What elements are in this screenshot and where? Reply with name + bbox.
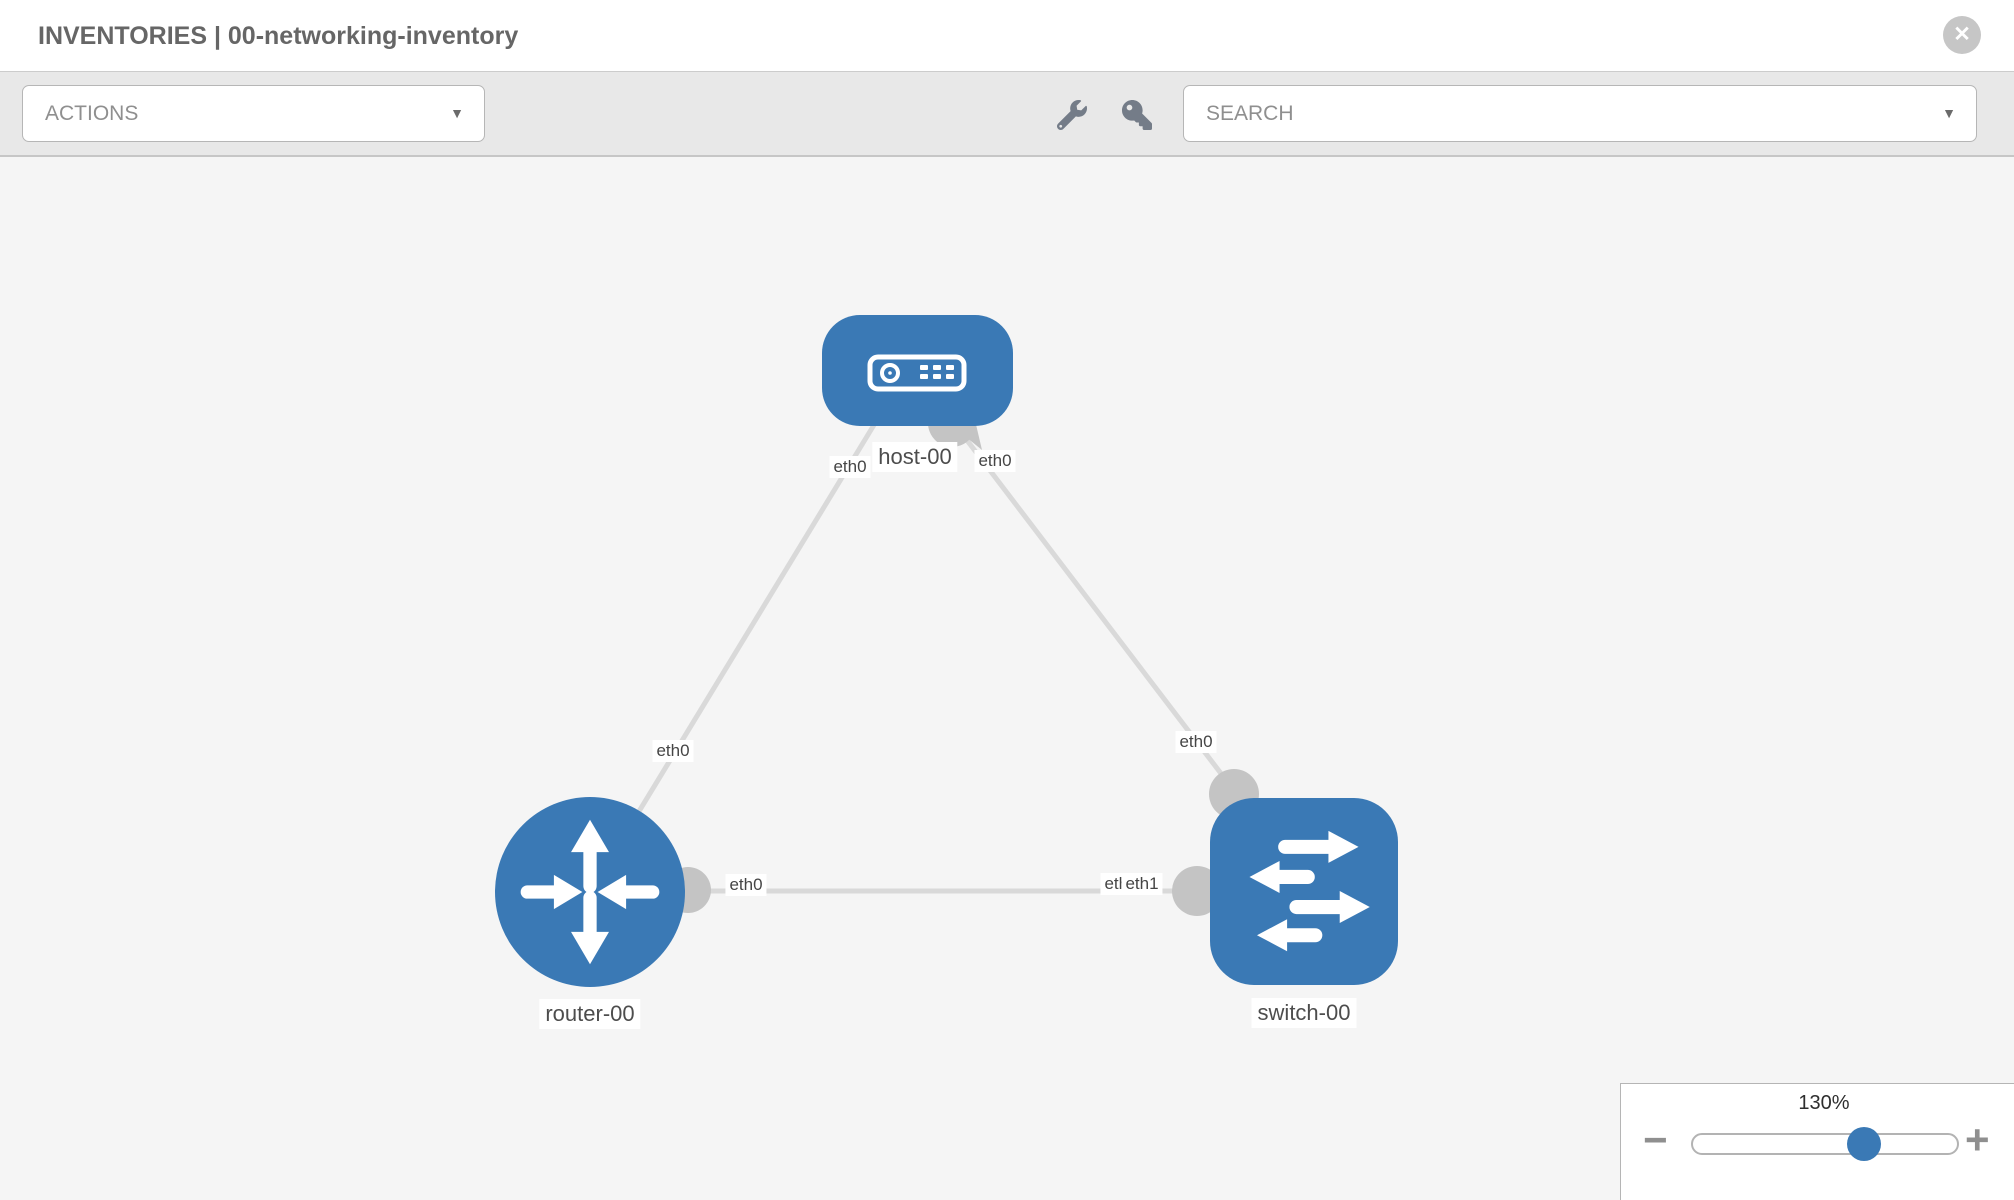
node-label-router: router-00 — [539, 999, 641, 1029]
key-icon[interactable] — [1122, 100, 1152, 130]
router-icon — [520, 819, 660, 965]
if-label-eth0: eth0 — [974, 450, 1016, 472]
search-dropdown-label: SEARCH — [1206, 102, 1294, 125]
window-header: INVENTORIES | 00-networking-inventory ✕ — [0, 0, 2014, 72]
node-host-00[interactable] — [822, 315, 1013, 426]
node-label-switch: switch-00 — [1251, 998, 1357, 1028]
if-label-eth0: eth0 — [725, 874, 767, 896]
zoom-level-value: 130% — [1798, 1092, 1850, 1114]
chevron-down-icon: ▼ — [1942, 105, 1956, 121]
zoom-control-panel: 130% − + — [1620, 1083, 2014, 1200]
zoom-slider-track[interactable] — [1691, 1133, 1959, 1155]
close-icon[interactable]: ✕ — [1943, 16, 1981, 54]
node-switch-00[interactable] — [1210, 798, 1398, 985]
zoom-slider-thumb[interactable] — [1847, 1127, 1881, 1161]
search-dropdown[interactable]: SEARCH ▼ — [1183, 85, 1977, 142]
if-label-eth0: eth0 — [829, 456, 871, 478]
zoom-in-button[interactable]: + — [1965, 1116, 1990, 1163]
chevron-down-icon: ▼ — [450, 105, 464, 121]
node-router-00[interactable] — [495, 797, 685, 987]
if-label-eth0: eth0 — [652, 740, 694, 762]
host-icon — [867, 354, 967, 392]
page-title: INVENTORIES | 00-networking-inventory — [38, 22, 519, 50]
toolbar: ACTIONS ▼ SEARCH ▼ — [0, 72, 2014, 157]
actions-dropdown-label: ACTIONS — [45, 102, 139, 125]
actions-dropdown[interactable]: ACTIONS ▼ — [22, 85, 485, 142]
link-lines — [587, 412, 1307, 895]
interface-connectors — [665, 399, 1259, 916]
topology-canvas[interactable]: host-00 router-00 switch-00 eth0 eth0 et… — [0, 157, 2014, 1200]
connector-switch-left — [1172, 866, 1222, 916]
if-label-eth1: eth1 — [1121, 873, 1163, 895]
switch-icon — [1249, 830, 1370, 952]
topology-svg — [495, 315, 1398, 987]
wrench-icon[interactable] — [1057, 100, 1087, 130]
node-label-host: host-00 — [872, 442, 958, 472]
zoom-out-button[interactable]: − — [1643, 1116, 1668, 1163]
if-label-eth0: eth0 — [1175, 731, 1217, 753]
